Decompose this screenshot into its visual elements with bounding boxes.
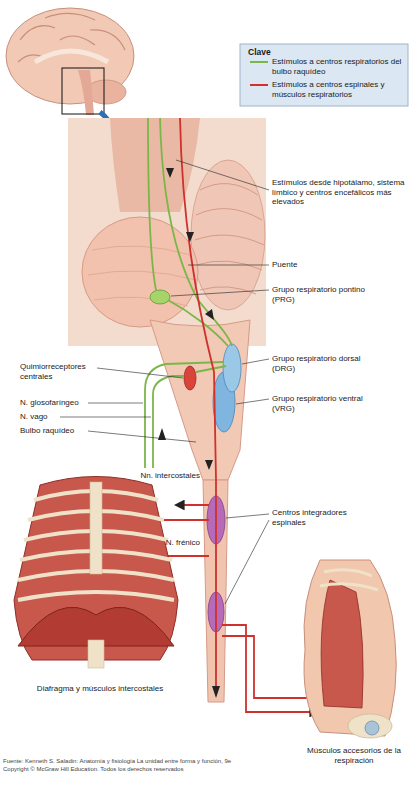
brain-gyri <box>18 13 125 62</box>
green-pathway <box>168 300 228 346</box>
green-pathway <box>196 366 226 372</box>
leader-line <box>88 431 196 442</box>
part-label: Grupo respiratorio pontino (PRG) <box>272 285 367 304</box>
leader-line <box>242 359 269 364</box>
chemoreceptor <box>184 366 196 390</box>
flow-arrow <box>186 232 194 242</box>
midbrain <box>110 118 200 212</box>
corpus-callosum <box>35 51 108 62</box>
part-label: N. glosofaríngeo <box>20 398 100 408</box>
leader-line <box>225 520 269 604</box>
flow-arrow <box>212 686 220 698</box>
sternum <box>90 482 102 574</box>
prg-center <box>150 290 170 304</box>
part-label: Nn. intercostales <box>140 471 200 481</box>
part-label: Puente <box>272 260 372 270</box>
part-label: Copyright © McGraw Hill Education. Todos… <box>3 766 295 773</box>
leader-line <box>171 290 269 296</box>
part-label: Grupo respiratorio ventral (VRG) <box>272 394 372 413</box>
abdominal-muscle <box>321 580 363 708</box>
legend-text: Estímulos a centros espinales y músculos… <box>272 80 406 99</box>
part-label: Quimiorreceptores centrales <box>20 362 100 381</box>
torso-outline <box>304 560 396 736</box>
leader-line <box>236 399 269 404</box>
legend-sample-red <box>250 84 268 86</box>
flow-arrow <box>205 460 213 470</box>
part-label: Fuente: Kenneth S. Saladin: Anatomía y f… <box>3 758 295 765</box>
zoom-box <box>62 68 104 114</box>
intercostal-nerve <box>176 504 209 506</box>
pelvis <box>348 714 392 738</box>
part-label: Bulbo raquídeo <box>20 426 100 436</box>
legend-sample-green <box>250 61 268 63</box>
leader-line <box>88 403 143 404</box>
brain-panel <box>68 118 266 346</box>
drg-center <box>223 344 241 392</box>
leader-line <box>226 514 269 518</box>
part-label: N. frénico <box>145 538 200 548</box>
glossopharyngeal-nerve <box>145 362 224 468</box>
green-pathway <box>148 118 156 290</box>
small-brainstem <box>78 70 94 115</box>
flow-arrow <box>166 168 174 178</box>
part-label: Centros integradores espinales <box>272 508 362 527</box>
medulla <box>150 320 250 480</box>
lower-ribs <box>320 570 378 590</box>
leader-line <box>188 265 269 266</box>
pons <box>82 217 198 327</box>
legend-heading: Clave <box>248 47 308 57</box>
legend-text: Estímulos a centros respiratorios del bu… <box>272 57 406 76</box>
vagus-nerve <box>153 376 184 468</box>
part-label: Diafragma y músculos intercostales <box>10 684 190 694</box>
red-pathway <box>180 118 216 686</box>
part-label: Estímulos desde hipotálamo, sistema límb… <box>272 178 410 207</box>
vertebra <box>88 640 104 668</box>
leader-line <box>176 160 269 190</box>
brain-outline <box>6 8 134 104</box>
cerebellum <box>191 160 265 310</box>
leader-lines <box>60 160 269 604</box>
legend-box <box>240 44 408 106</box>
part-label: N. vago <box>20 412 100 422</box>
flow-arrow <box>205 309 214 320</box>
part-label: Músculos accesorios de la respiración <box>300 746 408 765</box>
hip-joint <box>365 721 379 735</box>
leader-line <box>60 417 151 418</box>
part-label: Grupo respiratorio dorsal (DRG) <box>272 354 372 373</box>
green-pathway <box>160 118 232 346</box>
ribcage-muscles <box>14 477 178 661</box>
cerebellum-folia <box>195 184 264 294</box>
leader-line <box>97 368 183 378</box>
